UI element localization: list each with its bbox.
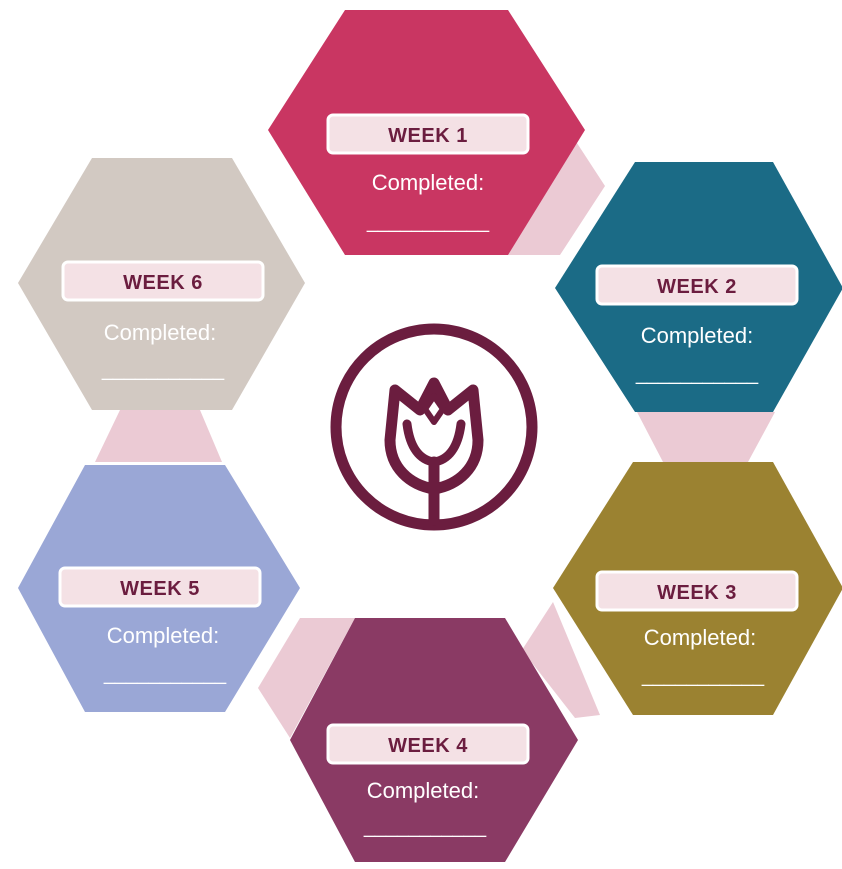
- hexagon-week-5: WEEK 5 Completed: ___________: [18, 465, 300, 712]
- completed-label: Completed:: [641, 323, 754, 348]
- completed-blank: ___________: [101, 359, 225, 381]
- week-label-box: [595, 264, 799, 306]
- hexagon-week-1: WEEK 1 Completed: ___________: [268, 10, 585, 255]
- hexagon-week-2: WEEK 2 Completed: ___________: [555, 162, 842, 412]
- week-label-box: [595, 570, 799, 612]
- week-label: WEEK 3: [657, 582, 737, 604]
- week-label-box: [326, 113, 530, 155]
- connector-3-4: [522, 602, 600, 718]
- completed-blank: ___________: [363, 816, 487, 838]
- connector-4-5: [258, 618, 355, 738]
- completed-label: Completed:: [644, 625, 757, 650]
- completed-blank: ___________: [641, 665, 765, 687]
- connector-2-3: [637, 412, 775, 462]
- hexagon-week-3: WEEK 3 Completed: ___________: [553, 462, 842, 715]
- tulip-inner-curve: [402, 419, 466, 467]
- completed-label: Completed:: [367, 778, 480, 803]
- completed-blank: ___________: [103, 663, 227, 685]
- week-label: WEEK 5: [120, 578, 200, 600]
- tulip-outline: [384, 377, 484, 495]
- completed-label: Completed:: [372, 170, 485, 195]
- completed-blank: ___________: [635, 363, 759, 385]
- completed-label: Completed:: [104, 320, 217, 345]
- connector-5-6: [95, 410, 222, 462]
- week-label: WEEK 2: [657, 276, 737, 298]
- week-label: WEEK 1: [388, 125, 468, 147]
- completed-blank: ___________: [366, 211, 490, 233]
- hexagon-week-4: WEEK 4 Completed: ___________: [290, 618, 578, 862]
- completed-label: Completed:: [107, 623, 220, 648]
- hexagon-week-6: WEEK 6 Completed: ___________: [18, 158, 305, 410]
- week-label-box: [61, 260, 265, 302]
- week-label: WEEK 6: [123, 272, 203, 294]
- week-label: WEEK 4: [388, 735, 468, 757]
- tulip-in-circle-icon: [330, 323, 538, 531]
- week-label-box: [326, 723, 530, 765]
- tulip-diamond: [422, 393, 446, 425]
- week-label-box: [58, 566, 262, 608]
